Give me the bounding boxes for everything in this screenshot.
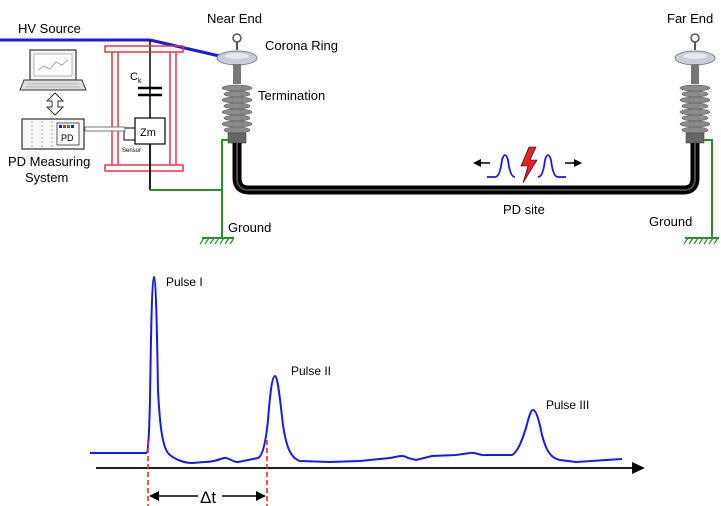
delta-t-arrow: [149, 491, 266, 501]
hv-source-label: HV Source: [18, 21, 81, 36]
far-end-label: Far End: [667, 11, 713, 26]
data-link-arrow: [45, 92, 65, 116]
zm-label: Zm: [140, 127, 156, 139]
ground-symbol-right: [683, 237, 719, 245]
delta-t-label: Δt: [200, 488, 216, 506]
zm-box: [134, 117, 166, 145]
ground-left-label: Ground: [228, 220, 271, 235]
pd-system-label-2: System: [25, 170, 68, 185]
corona-ring-label: Corona Ring: [265, 38, 338, 53]
far-ground-wire: [704, 139, 713, 238]
signal-cable: [84, 126, 126, 132]
near-end-label: Near End: [207, 11, 262, 26]
pd-instrument: [21, 118, 85, 150]
pulse-2-label: Pulse II: [291, 364, 331, 378]
near-ground-wire: [221, 139, 228, 190]
time-axis-arrowhead: [632, 462, 645, 474]
delta-t-markers: [147, 440, 268, 506]
pd-system-label-1: PD Measuring: [8, 154, 90, 169]
near-end-termination: [216, 33, 258, 144]
pd-site-pulses: [473, 154, 582, 178]
hv-feed-line: [149, 38, 229, 60]
pd-waveform: [90, 275, 623, 465]
far-end-termination: [674, 33, 716, 144]
sensor-label: Sensor: [122, 148, 141, 154]
capacitor-ck: [138, 86, 162, 97]
pulse-3-label: Pulse III: [546, 398, 589, 412]
ground-symbol-left: [199, 237, 235, 245]
power-cable: [232, 143, 700, 195]
pulse-1-label: Pulse I: [166, 275, 203, 289]
ground-right-label: Ground: [649, 214, 692, 229]
pd-box-label: PD: [61, 133, 74, 143]
lightning-icon: [520, 146, 538, 184]
termination-label: Termination: [258, 88, 325, 103]
coupling-frame: [104, 45, 184, 172]
ck-label: Ck: [130, 71, 142, 85]
sensor-link: [123, 128, 135, 141]
pd-site-label: PD site: [503, 202, 545, 217]
laptop-icon: [19, 49, 87, 91]
